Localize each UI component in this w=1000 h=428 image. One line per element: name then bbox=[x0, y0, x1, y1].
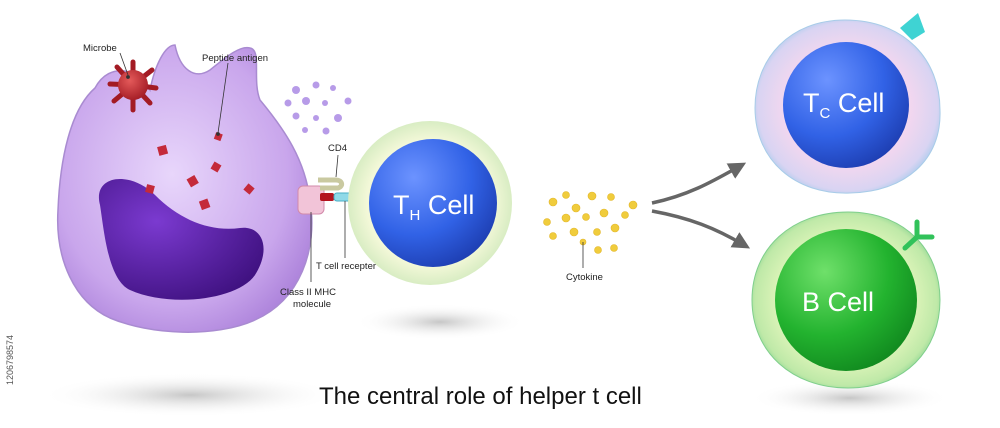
tc-receptor-icon bbox=[900, 13, 925, 40]
b-cell-label: B Cell bbox=[802, 287, 874, 317]
microbe-icon bbox=[107, 59, 159, 113]
b-cell-receptor-icon bbox=[902, 219, 935, 251]
tc-cell-label: TC Cell bbox=[803, 88, 884, 122]
apc-shadow bbox=[40, 373, 340, 417]
mhc-label-line2: molecule bbox=[293, 299, 331, 310]
arrow-to-b-cell bbox=[651, 209, 751, 249]
microbe-label: Microbe bbox=[83, 43, 117, 54]
differentiation-arrows bbox=[651, 162, 751, 249]
th-cell: TH Cell bbox=[348, 121, 512, 285]
th-cell-label: TH Cell bbox=[393, 190, 474, 224]
antigen-presenting-cell bbox=[56, 44, 357, 333]
peptide-antigen-fragments bbox=[145, 132, 255, 211]
t-cell-receptor-label: T cell recepter bbox=[316, 261, 376, 272]
th-cell-shadow bbox=[355, 304, 525, 340]
apc-nucleus bbox=[98, 178, 264, 300]
arrow-to-tc-cell bbox=[651, 162, 747, 205]
peptide-antigen-label: Peptide antigen bbox=[202, 53, 268, 64]
antigen-dots bbox=[284, 81, 352, 135]
mhc-label-line1: Class II MHC bbox=[280, 287, 336, 298]
b-cell: B Cell bbox=[751, 211, 941, 389]
leader-lines bbox=[119, 52, 584, 282]
tc-cell: TC Cell bbox=[754, 13, 941, 194]
b-cell-shadow bbox=[750, 380, 950, 416]
cytokine-label: Cytokine bbox=[566, 272, 603, 283]
stock-image-id: 1206798574 bbox=[5, 335, 15, 385]
cd4-label: CD4 bbox=[328, 143, 347, 154]
diagram-title: The central role of helper t cell bbox=[319, 383, 642, 410]
cytokine-dots bbox=[543, 191, 638, 254]
